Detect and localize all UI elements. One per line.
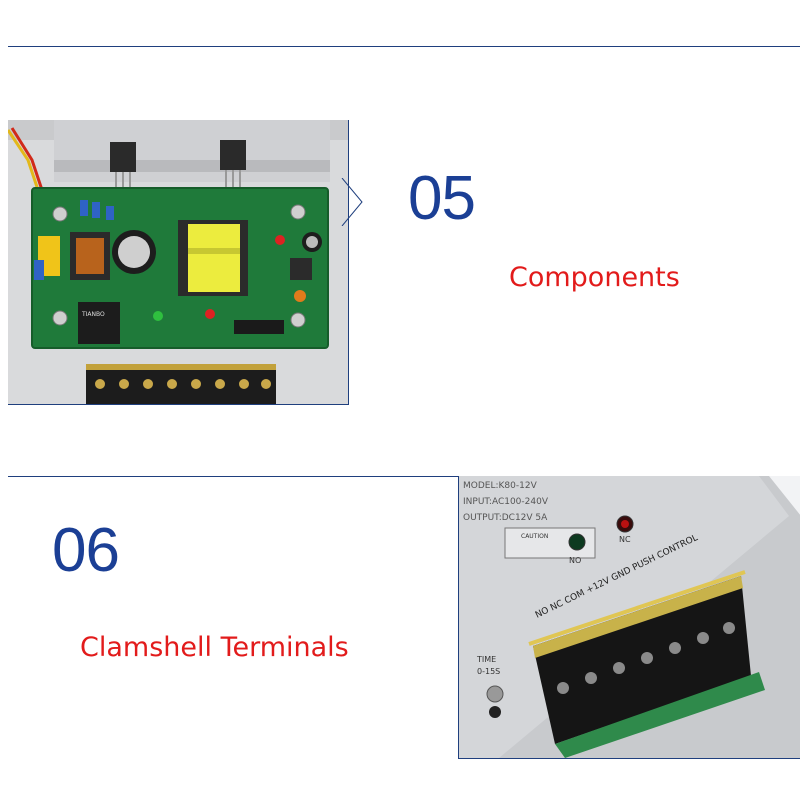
- terminal-illustration: MODEL:K80-12V INPUT:AC100-240V OUTPUT:DC…: [459, 476, 800, 758]
- pcb-illustration: TIANBO: [8, 120, 348, 404]
- middle-divider: [8, 476, 800, 477]
- clamshell-terminals-photo: MODEL:K80-12V INPUT:AC100-240V OUTPUT:DC…: [458, 476, 800, 759]
- relay-brand-label: TIANBO: [81, 311, 105, 318]
- time-range-label: 0-15S: [477, 667, 500, 676]
- time-label: TIME: [476, 655, 496, 664]
- no-led-label: NO: [569, 556, 581, 565]
- components-photo: TIANBO: [8, 120, 349, 405]
- top-divider: [8, 46, 800, 47]
- output-label: OUTPUT:DC12V 5A: [463, 513, 548, 523]
- section-number-05: 05: [408, 164, 476, 233]
- components-caption: Components: [509, 262, 680, 293]
- nc-led-label: NC: [619, 535, 631, 544]
- callout-notch: [341, 178, 363, 226]
- input-label: INPUT:AC100-240V: [463, 497, 549, 507]
- model-label: MODEL:K80-12V: [463, 481, 538, 491]
- caution-label: CAUTION: [521, 533, 548, 540]
- clamshell-terminals-caption: Clamshell Terminals: [80, 632, 349, 663]
- section-number-06: 06: [52, 516, 120, 585]
